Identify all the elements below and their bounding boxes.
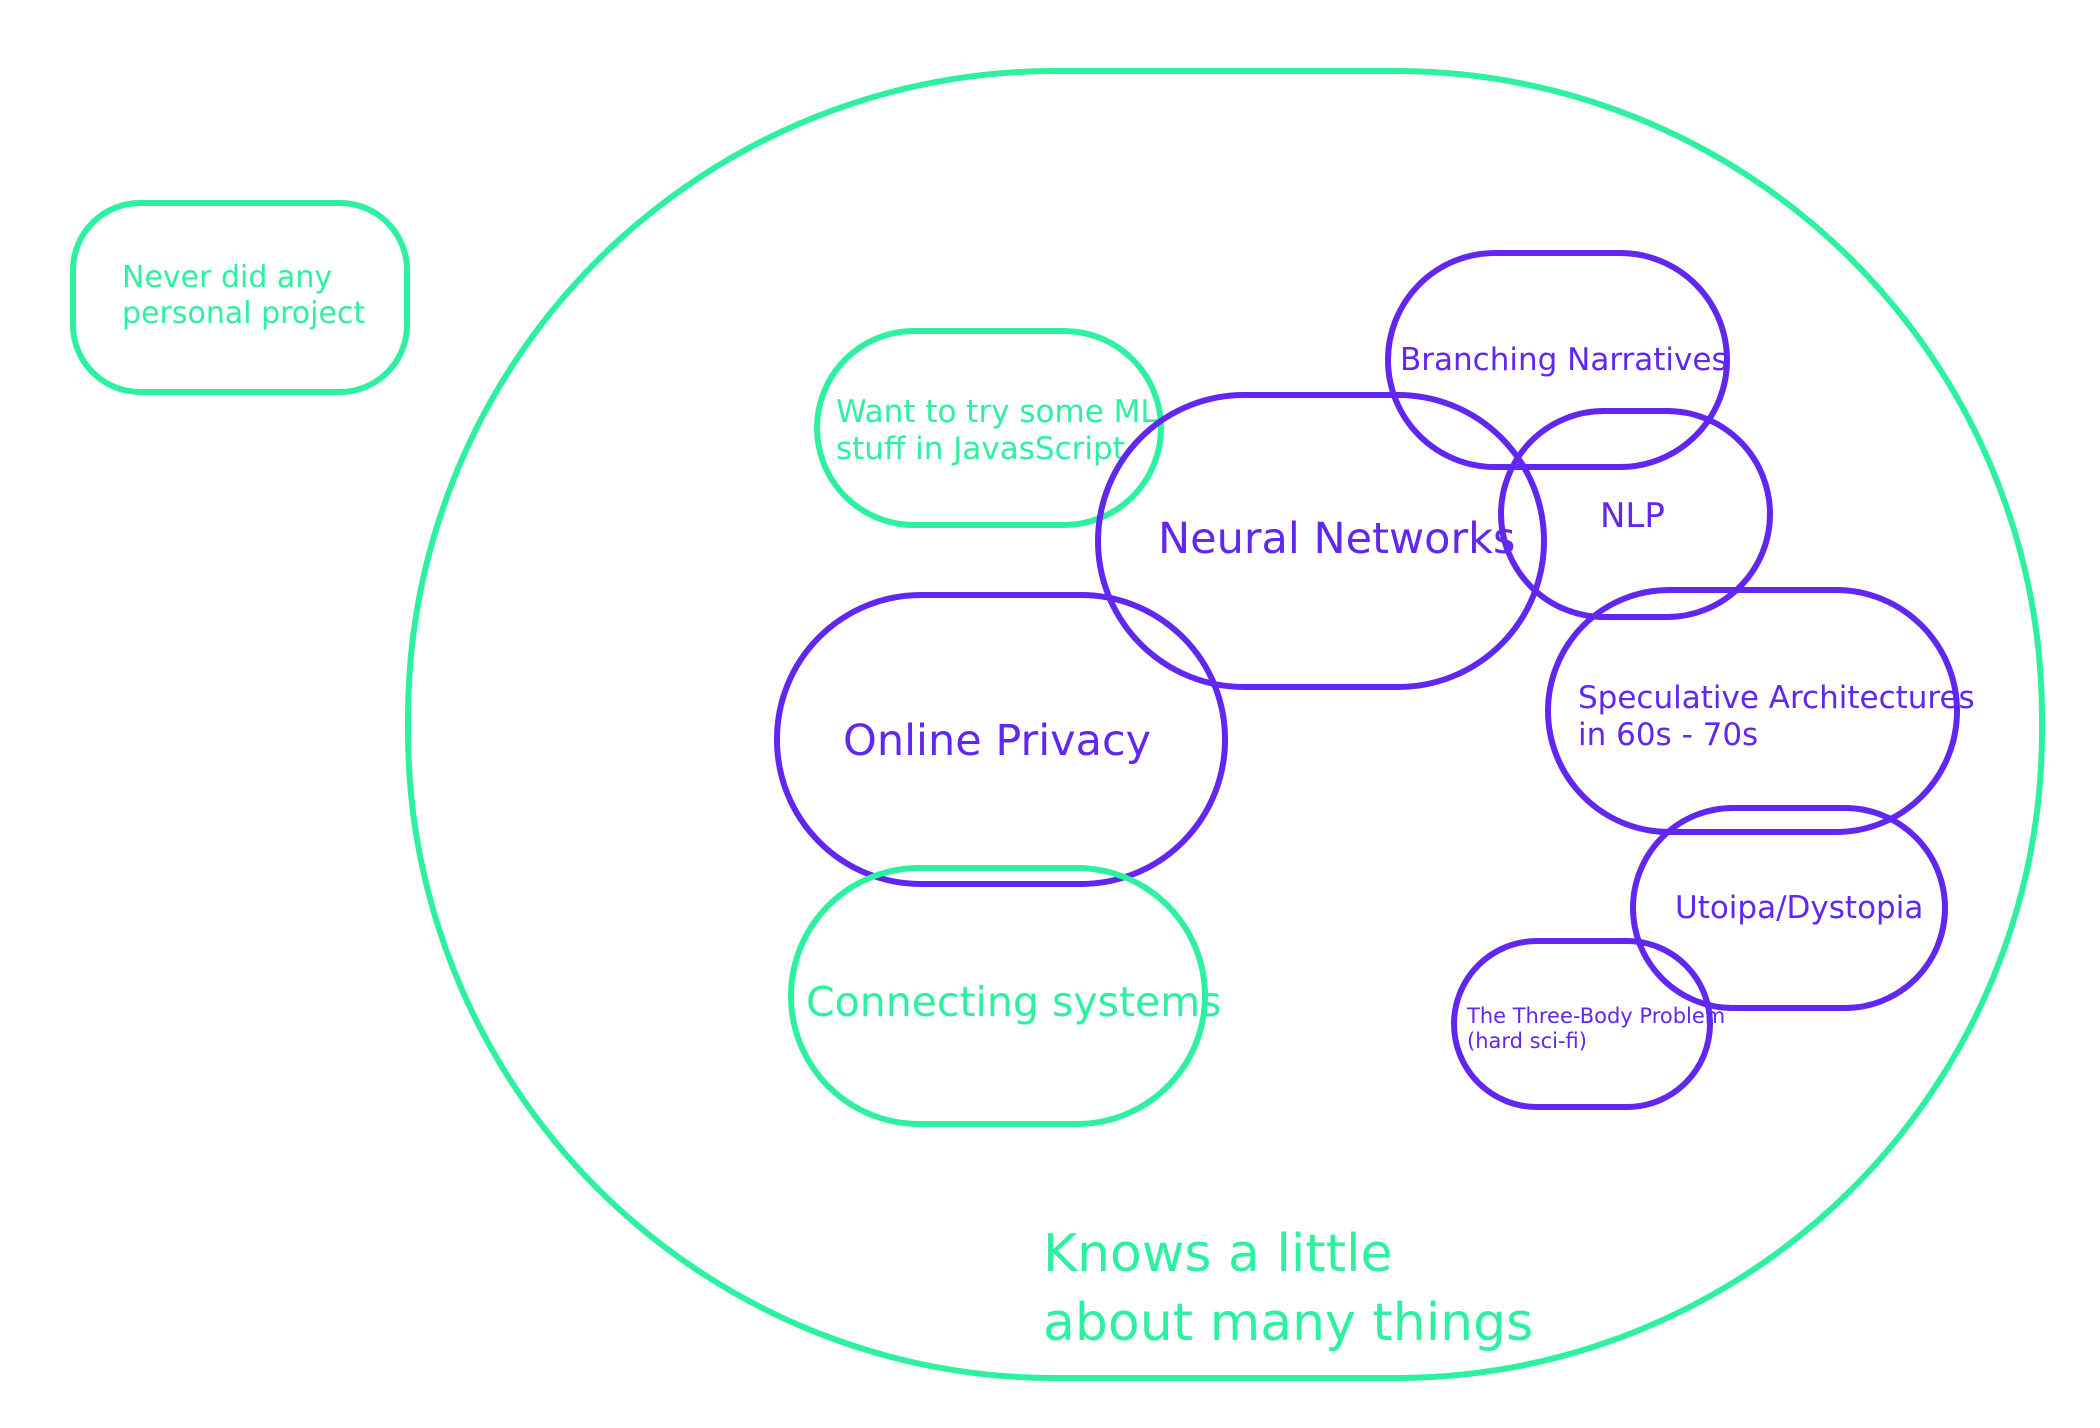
neural-networks-text: Neural Networks [1158,514,1516,564]
outer-boundary-label: Knows a little about many things [1043,1220,1533,1357]
never-did-project-label: Never did any personal project [122,260,365,332]
speculative-architectures-label: Speculative Architectures in 60s - 70s [1578,680,1975,754]
never-did-project-line1: Never did any [122,260,333,295]
connecting-systems-label: Connecting systems [806,978,1222,1027]
utopia-dystopia-label: Utoipa/Dystopia [1675,890,1923,927]
neural-networks-label: Neural Networks [1158,514,1515,566]
connecting-systems-pill [788,865,1208,1127]
outer-boundary-line1: Knows a little [1043,1224,1393,1284]
speculative-architectures-pill [1545,587,1960,835]
ml-js-label: Want to try some ML stuff in JavasScript [836,394,1158,468]
nlp-label: NLP [1600,496,1665,537]
outer-boundary [405,68,2045,1381]
branching-narratives-text: Branching Narratives [1400,342,1728,378]
three-body-line1: The Three-Body Problem [1467,1004,1726,1028]
online-privacy-text: Online Privacy [843,716,1152,766]
speculative-architectures-line1: Speculative Architectures [1578,680,1975,716]
three-body-label: The Three-Body Problem (hard sci-fi) [1467,1004,1725,1054]
three-body-pill [1451,938,1713,1110]
utopia-dystopia-pill [1630,805,1948,1011]
never-did-project-box [70,200,410,395]
speculative-architectures-line2: in 60s - 70s [1578,717,1759,754]
online-privacy-label: Online Privacy [843,716,1151,768]
never-did-project-line2: personal project [122,296,366,331]
utopia-dystopia-text: Utoipa/Dystopia [1675,890,1924,926]
outer-boundary-line2: about many things [1043,1292,1534,1353]
ml-js-line1: Want to try some ML [836,394,1158,430]
branching-narratives-label: Branching Narratives [1400,342,1728,379]
three-body-line2: (hard sci-fi) [1467,1029,1587,1054]
nlp-text: NLP [1600,496,1665,536]
connecting-systems-text: Connecting systems [806,978,1222,1026]
online-privacy-pill [774,592,1228,887]
ml-js-line2: stuff in JavasScript [836,431,1125,468]
